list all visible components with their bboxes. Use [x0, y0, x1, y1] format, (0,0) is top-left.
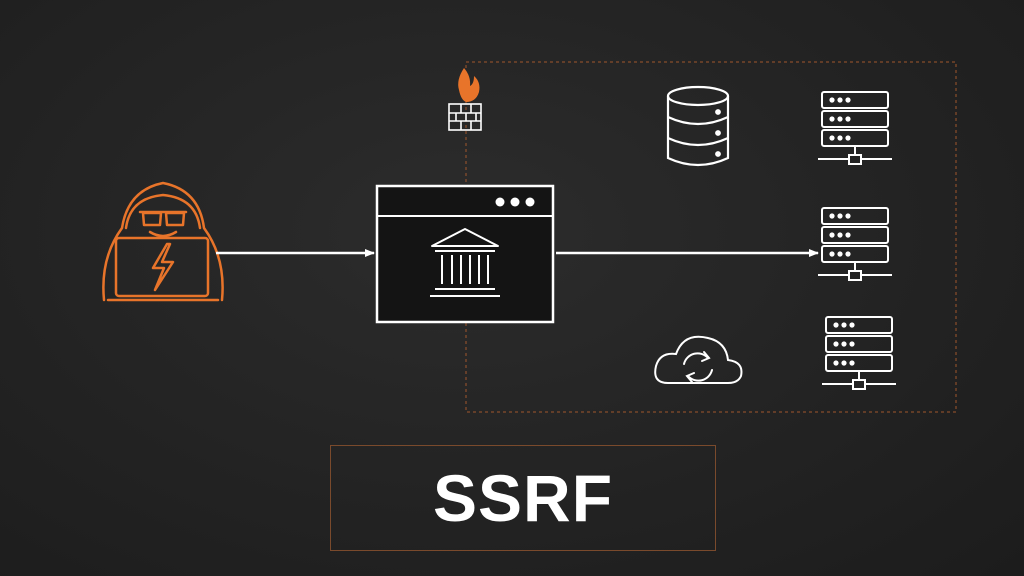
- firewall-icon: [448, 68, 482, 131]
- web-application-window: [375, 184, 555, 324]
- database-icon: [666, 85, 730, 167]
- diagram-title: SSRF: [432, 461, 614, 535]
- cloud-sync-icon: [654, 335, 743, 384]
- hacker-laptop-icon: [102, 181, 224, 302]
- bank-building-icon: [430, 228, 500, 297]
- title-box: SSRF: [330, 445, 716, 551]
- server-icon: [818, 207, 892, 281]
- server-icon: [818, 91, 892, 165]
- server-icon: [822, 316, 896, 390]
